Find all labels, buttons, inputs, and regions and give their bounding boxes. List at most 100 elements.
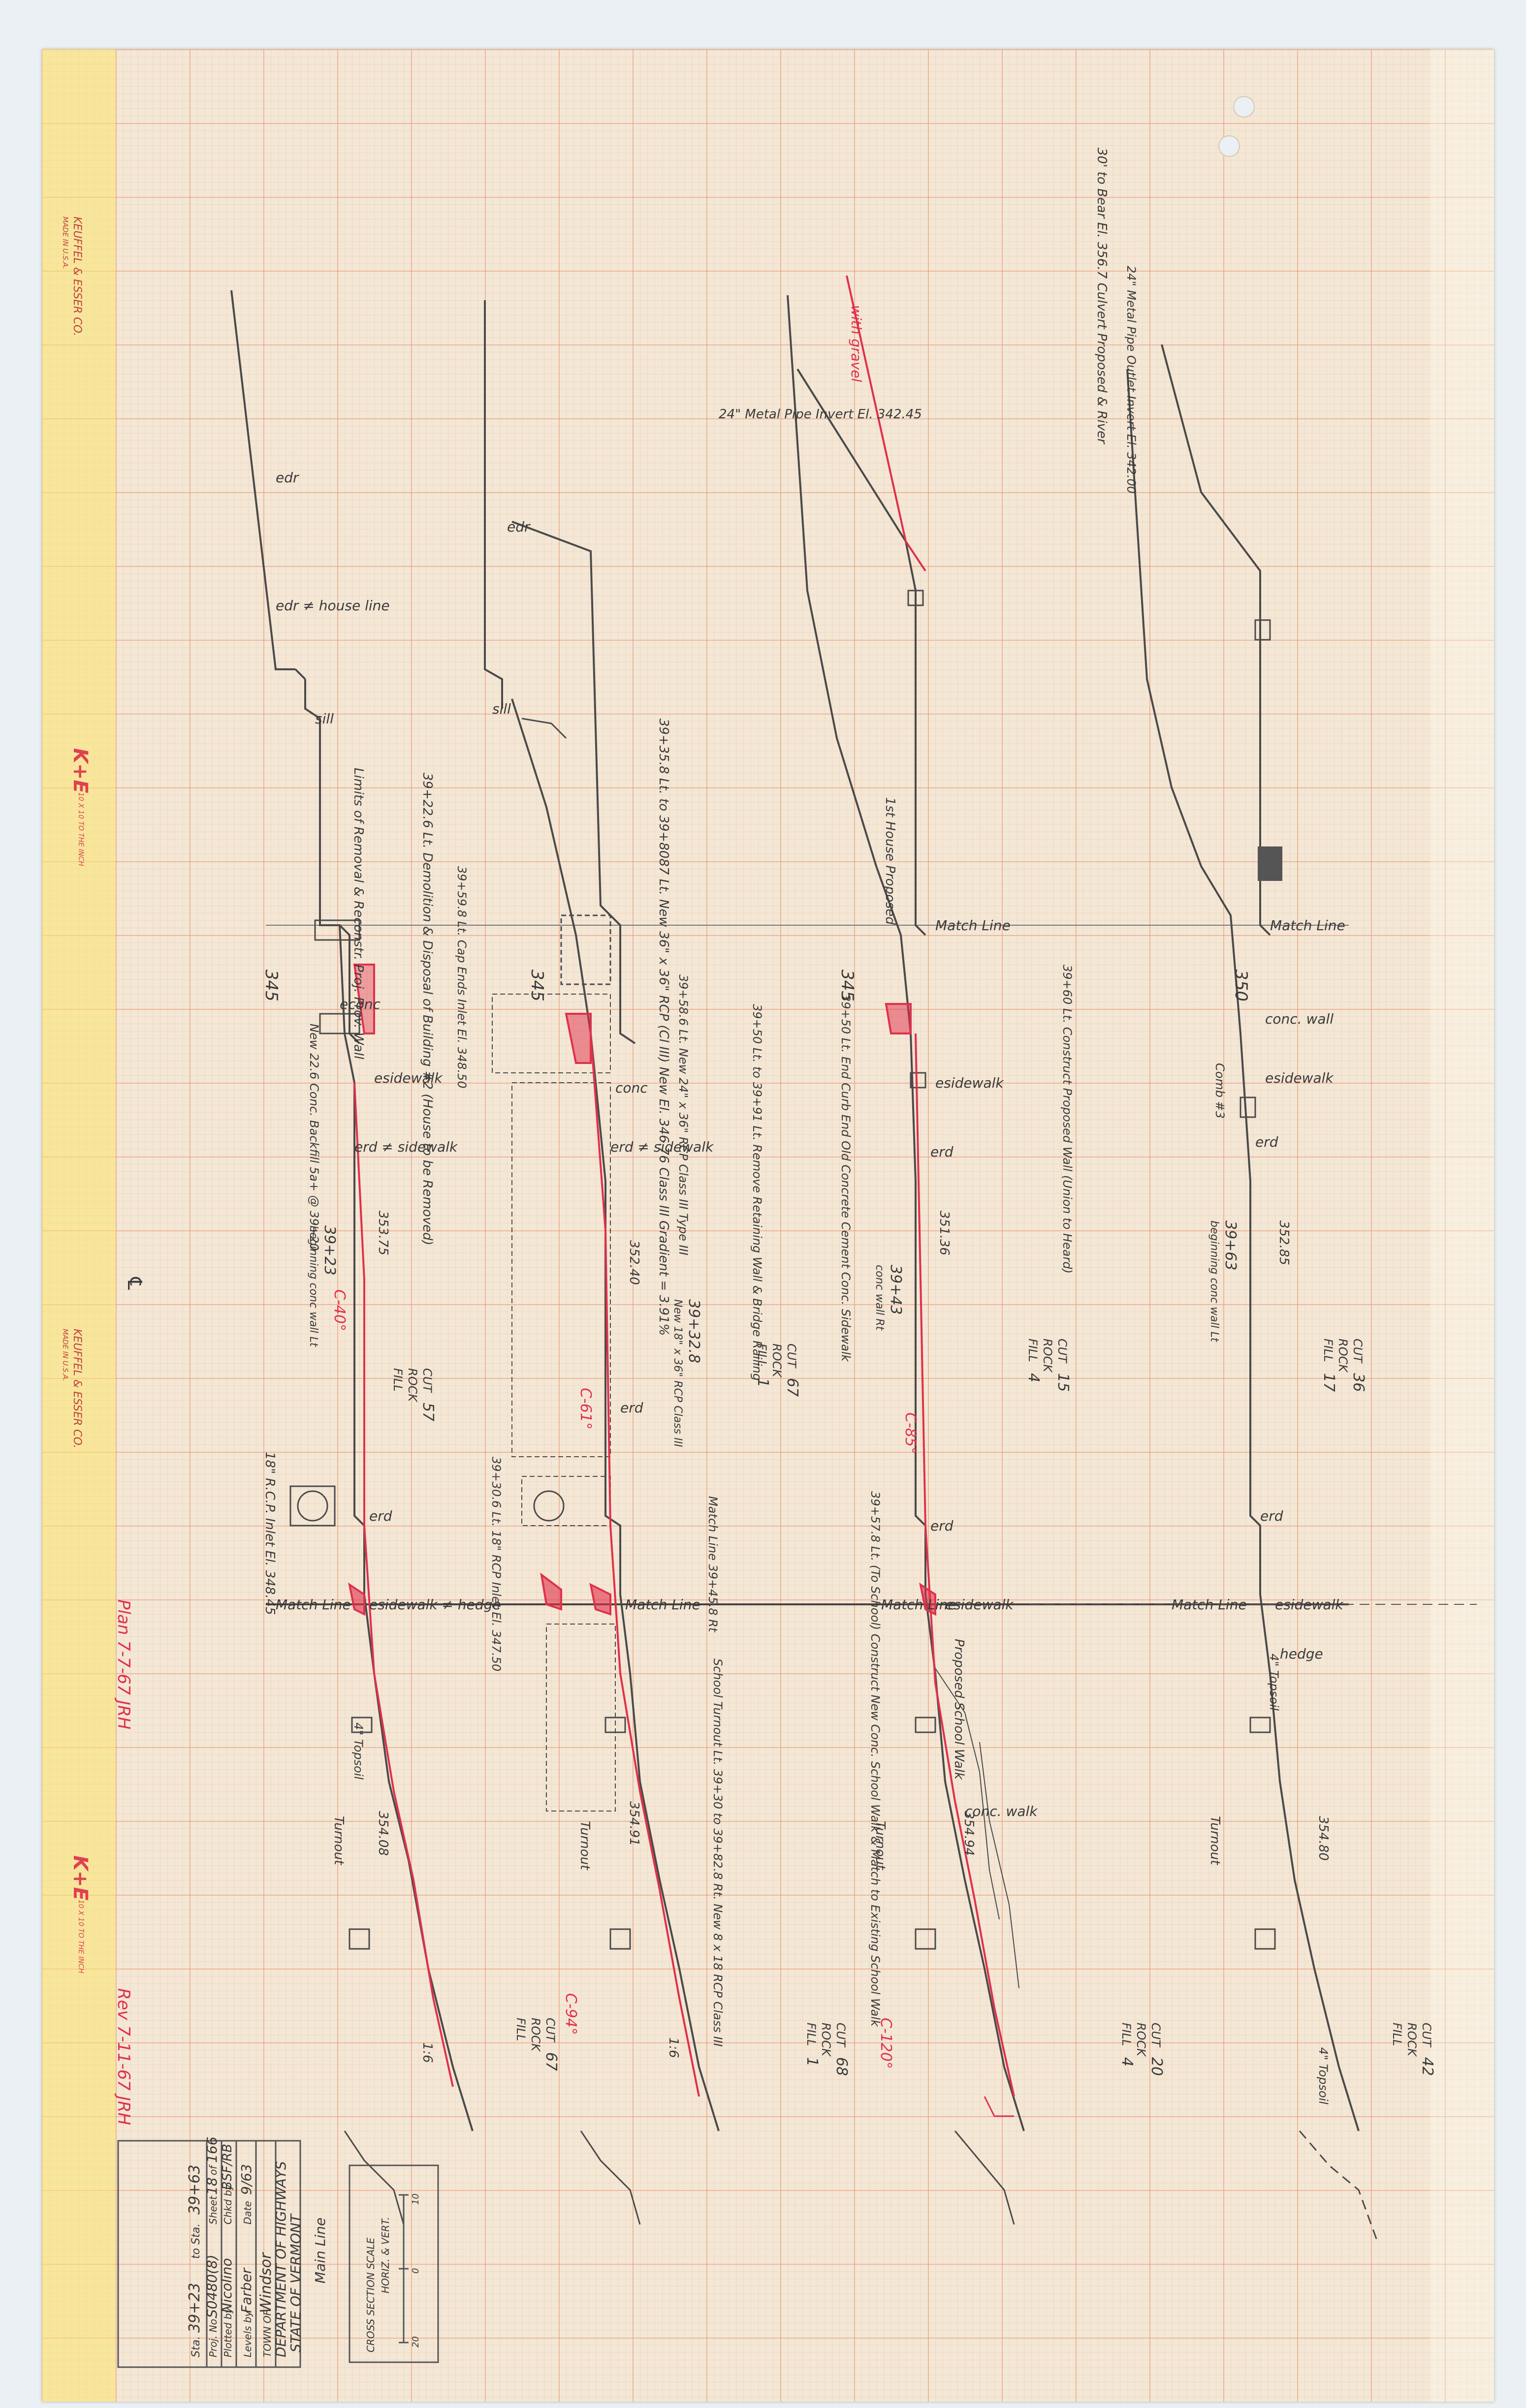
label-match-line: Match Line xyxy=(276,1596,351,1613)
section-39-43 xyxy=(787,295,1025,2225)
section-39-32-red xyxy=(540,1013,700,2097)
section-39-23 xyxy=(230,290,474,2225)
crf-cut-6: CUT xyxy=(1420,2023,1433,2048)
label-edr-house: edr ≠ house line xyxy=(276,597,390,614)
note-end-curb: 39+50 Lt. End Curb End Old Concrete Ceme… xyxy=(839,994,853,1362)
crf-rock-6: ROCK xyxy=(1405,2023,1419,2057)
label-slope-2: 1:6 xyxy=(666,2037,681,2058)
label-edr-2: edr xyxy=(507,519,531,535)
crf-cut-2b: CUT xyxy=(543,2018,557,2043)
label-school-walk: Proposed School Walk xyxy=(952,1639,966,1780)
label-1st-house: 1st House Proposed xyxy=(883,797,897,925)
crf-fill-val-3: 1 xyxy=(803,2057,821,2066)
note-pipe-36: 39+35.8 Lt. to 39+8087 Lt. New 36" x 36"… xyxy=(656,719,671,1336)
note-backfill: New 22.6 Conc. Backfill 5a+ @ 39+20 xyxy=(307,1024,321,1251)
note-rcp-18: 39+30.6 Lt. 18" RCP Inlet El. 347.50 xyxy=(489,1457,503,1671)
svg-text:Plan 7-7-67 JRH: Plan 7-7-67 JRH xyxy=(114,1599,133,1729)
note-metal-pipe-outlet: 24" Metal Pipe Outlet Invert El. 342.00 xyxy=(1124,266,1138,494)
note-with-gravel: with gravel xyxy=(848,305,864,382)
crf-cut-1: CUT xyxy=(420,1368,434,1393)
note-school-walk: 39+57.8 Lt. (To School) Construct New Co… xyxy=(868,1491,882,2027)
svg-text:Rev 7-11-67 JRH: Rev 7-11-67 JRH xyxy=(114,1988,133,2125)
crf-fill-6: FILL xyxy=(1390,2023,1404,2046)
station-39-32-note: New 18" x 36" RCP Class III xyxy=(671,1299,684,1447)
punch-hole xyxy=(1233,96,1255,118)
tb-sheet-label: Sheet xyxy=(207,2195,219,2224)
elev-35491: 354.91 xyxy=(627,1801,641,1846)
label-erd-3b: erd xyxy=(930,1518,954,1534)
label-erd-3: erd xyxy=(930,1144,954,1160)
tb-date: 9/63 xyxy=(238,2164,254,2195)
note-c120: C-120° xyxy=(877,2018,894,2069)
tb-chkd: BSF/RB xyxy=(220,2144,235,2190)
label-hedge: hedge xyxy=(1280,1646,1323,1662)
tb-sta-from: 39+23 xyxy=(186,2283,203,2333)
label-match-line-2: Match Line xyxy=(625,1596,700,1613)
crf-cut-val-2b: 67 xyxy=(542,2052,560,2071)
label-turnout: Turnout xyxy=(331,1816,346,1865)
section-39-63 xyxy=(1126,344,1379,2245)
label-topsoil-4b: 4" Topsoil xyxy=(1316,2047,1330,2104)
tb-proj-label: Proj. No. xyxy=(207,2316,219,2357)
crf-cut-4: CUT xyxy=(1351,1339,1365,1364)
elev-35136: 351.36 xyxy=(937,1211,952,1255)
crf-rock-1: ROCK xyxy=(406,1368,419,1403)
tb-proj: S0480(8) xyxy=(204,2254,220,2318)
crf-fill-7: FILL xyxy=(1026,1339,1040,1362)
elev-35285: 352.85 xyxy=(1276,1220,1291,1265)
label-erd-sidewalk-2: erd ≠ sidewalk xyxy=(610,1139,714,1155)
drawing-sheet xyxy=(42,49,1494,2402)
label-conc-walk: conc. walk xyxy=(965,1803,1038,1819)
note-inlet-18: 18" R.C.P. Inlet El. 348.45 xyxy=(262,1452,277,1615)
title-block-frame xyxy=(117,2140,439,2368)
tb-chkd-label: Chkd by xyxy=(222,2184,234,2224)
tb-plotted: Nicolino xyxy=(219,2258,235,2313)
label-conc: conc xyxy=(615,1080,648,1096)
tb-dept: DEPARTMENT OF HIGHWAYS xyxy=(273,2161,289,2357)
svg-text:KEUFFEL & ESSER CO.: KEUFFEL & ESSER CO. xyxy=(71,217,83,336)
note-pipe-24: 39+58.6 Lt. New 24" x 36" RCP Class III … xyxy=(676,974,690,1255)
label-erd-sidewalk: erd ≠ sidewalk xyxy=(354,1139,458,1155)
note-c94: C-94° xyxy=(562,1993,579,2035)
note-school-turnout: School Turnout Lt. 39+30 to 39+82.8 Rt. … xyxy=(711,1658,725,2047)
label-match-line-4: Match Line xyxy=(1270,917,1345,934)
tb-town-label: TOWN OF xyxy=(261,2310,273,2357)
crf-rock-7: ROCK xyxy=(1041,1339,1054,1373)
label-comb3: Comb #3 xyxy=(1213,1063,1227,1119)
elev-35240: 352.40 xyxy=(627,1240,641,1285)
section-39-32 xyxy=(484,300,720,2225)
crf-fill-5: FILL xyxy=(1119,2023,1133,2046)
station-39-32: 39+32.8 xyxy=(685,1299,702,1363)
note-c61: C-61° xyxy=(577,1388,594,1430)
label-match-line-4b: Match Line xyxy=(1172,1596,1247,1613)
crf-fill-4: FILL xyxy=(1321,1339,1335,1362)
label-conc-wall: conc. wall xyxy=(1265,1011,1334,1027)
structure-block xyxy=(1258,846,1282,881)
elev-35408: 354.08 xyxy=(376,1811,390,1856)
note-c85: C-85° xyxy=(902,1412,919,1454)
label-erd-4b: erd xyxy=(1260,1508,1283,1524)
elev-345: 345 xyxy=(261,969,281,1001)
svg-text:10 X 10 TO THE INCH: 10 X 10 TO THE INCH xyxy=(77,1900,85,1973)
tb-sta-label: Sta. xyxy=(190,2336,202,2357)
crf-rock-4: ROCK xyxy=(1336,1339,1350,1373)
station-39-63: 39+63 xyxy=(1222,1220,1239,1270)
crf-cut-val-1: 57 xyxy=(419,1403,437,1421)
crf-cut-val-6: 42 xyxy=(1419,2057,1436,2076)
elev-35494: 354.94 xyxy=(961,1811,976,1856)
label-esidewalk-4b: esidewalk xyxy=(1275,1596,1344,1613)
note-demolition: 39+22.6 Lt. Demolition & Disposal of Bui… xyxy=(420,773,435,1246)
crf-cut-val-5: 20 xyxy=(1148,2057,1165,2076)
tb-of: of xyxy=(207,2164,219,2175)
tb-sheet: 18 xyxy=(204,2177,220,2195)
label-turnout-2: Turnout xyxy=(577,1821,592,1870)
station-39-43: 39+43 xyxy=(887,1265,904,1314)
crf-fill-val-4: 17 xyxy=(1320,1373,1337,1392)
label-turnout-4: Turnout xyxy=(1208,1816,1222,1865)
tb-state: STATE OF VERMONT xyxy=(287,2213,304,2352)
station-39-23: 39+23 xyxy=(321,1225,338,1275)
tb-levels: Farber xyxy=(238,2267,254,2313)
label-esidewalk: esidewalk xyxy=(374,1070,443,1086)
label-match-line-3b: Match Line xyxy=(881,1596,956,1613)
crf-cut-val-2: 67 xyxy=(784,1378,801,1397)
